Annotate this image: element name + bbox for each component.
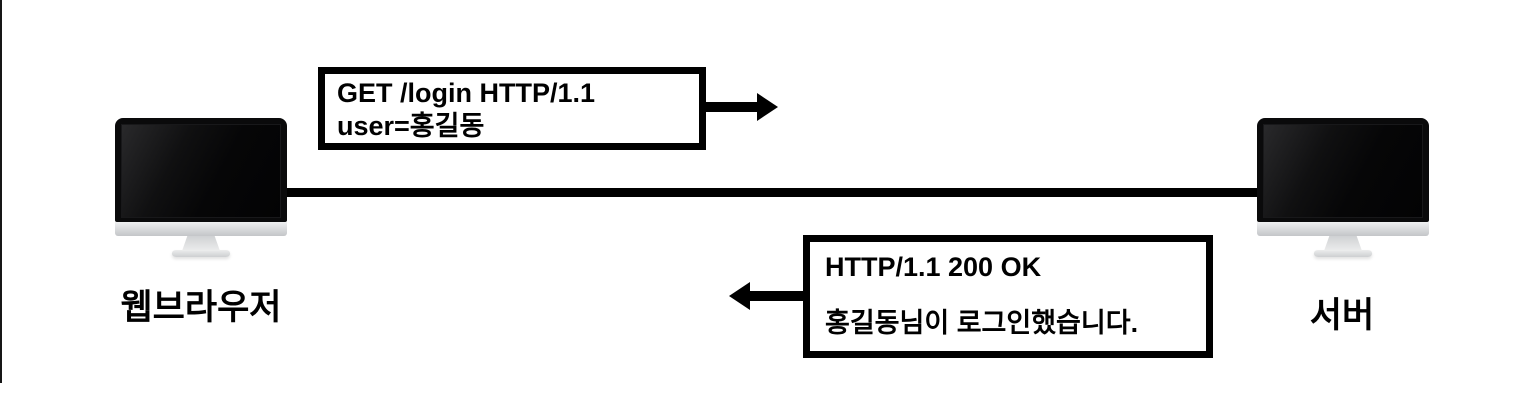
monitor-screen: [121, 124, 281, 218]
client-server-connection-line: [272, 188, 1267, 197]
request-arrow-right-icon: [704, 102, 759, 112]
response-arrow-left-icon: [747, 291, 804, 301]
http-response-box: HTTP/1.1 200 OK 홍길동님이 로그인했습니다.: [803, 235, 1213, 358]
response-line-1: HTTP/1.1 200 OK: [825, 252, 1042, 282]
server-node-label: 서버: [1309, 296, 1375, 335]
monitor-chin: [1257, 222, 1429, 236]
monitor-body: [1257, 118, 1429, 222]
monitor-body: [115, 118, 287, 222]
request-arrowhead-icon: [757, 93, 778, 121]
client-imac-monitor-icon: [115, 118, 287, 257]
response-arrowhead-icon: [729, 282, 750, 310]
slide-edge-line: [0, 0, 2, 383]
monitor-stand-neck: [182, 236, 220, 251]
response-line-2: 홍길동님이 로그인했습니다.: [825, 308, 1139, 338]
client-node-label: 웹브라우저: [120, 288, 282, 327]
http-request-box: GET /login HTTP/1.1 user=홍길동: [318, 67, 706, 150]
request-line-1: GET /login HTTP/1.1: [337, 78, 596, 108]
request-line-2: user=홍길동: [337, 111, 485, 141]
monitor-stand-base: [172, 250, 230, 257]
monitor-stand-base: [1314, 250, 1372, 257]
server-imac-monitor-icon: [1257, 118, 1429, 257]
monitor-chin: [115, 222, 287, 236]
monitor-stand-neck: [1324, 236, 1362, 251]
monitor-screen: [1263, 124, 1423, 218]
